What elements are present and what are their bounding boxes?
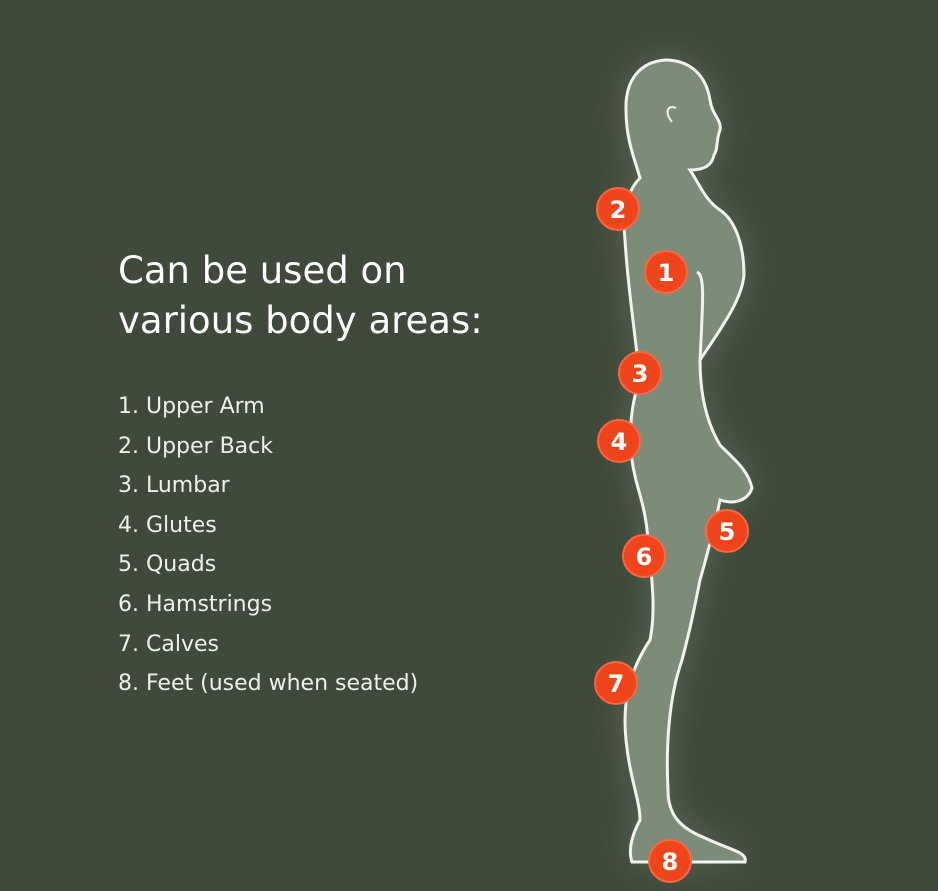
list-item: 2. Upper Back (118, 433, 273, 459)
marker-3: 3 (618, 351, 662, 395)
svg-text:5: 5 (719, 518, 736, 546)
marker-7: 7 (594, 661, 638, 705)
svg-text:8: 8 (662, 848, 679, 876)
marker-8: 8 (648, 839, 692, 883)
marker-5: 5 (705, 509, 749, 553)
body-silhouette (622, 58, 754, 864)
body-area-list: 1. Upper Arm 2. Upper Back 3. Lumbar 4. … (118, 389, 418, 706)
marker-4: 4 (597, 419, 641, 463)
marker-2: 2 (596, 187, 640, 231)
svg-text:1: 1 (658, 259, 675, 287)
marker-1: 1 (644, 250, 688, 294)
svg-text:7: 7 (608, 670, 625, 698)
list-item: 7. Calves (118, 631, 219, 657)
heading: Can be used on various body areas: (118, 246, 483, 346)
list-item: 6. Hamstrings (118, 591, 273, 617)
list-item: 3. Lumbar (118, 473, 230, 499)
heading-line-2: various body areas: (118, 299, 483, 342)
svg-text:4: 4 (611, 428, 628, 456)
list-item: 8. Feet (used when seated) (118, 671, 419, 697)
list-item: 1. Upper Arm (118, 394, 265, 419)
ear-line (666, 106, 677, 123)
svg-text:6: 6 (636, 543, 653, 571)
svg-text:3: 3 (632, 360, 649, 388)
marker-6: 6 (622, 534, 666, 578)
heading-line-1: Can be used on (118, 249, 407, 292)
list-item: 4. Glutes (118, 512, 217, 538)
svg-text:2: 2 (610, 196, 627, 224)
list-item: 5. Quads (118, 552, 217, 578)
arm-line (696, 270, 705, 361)
